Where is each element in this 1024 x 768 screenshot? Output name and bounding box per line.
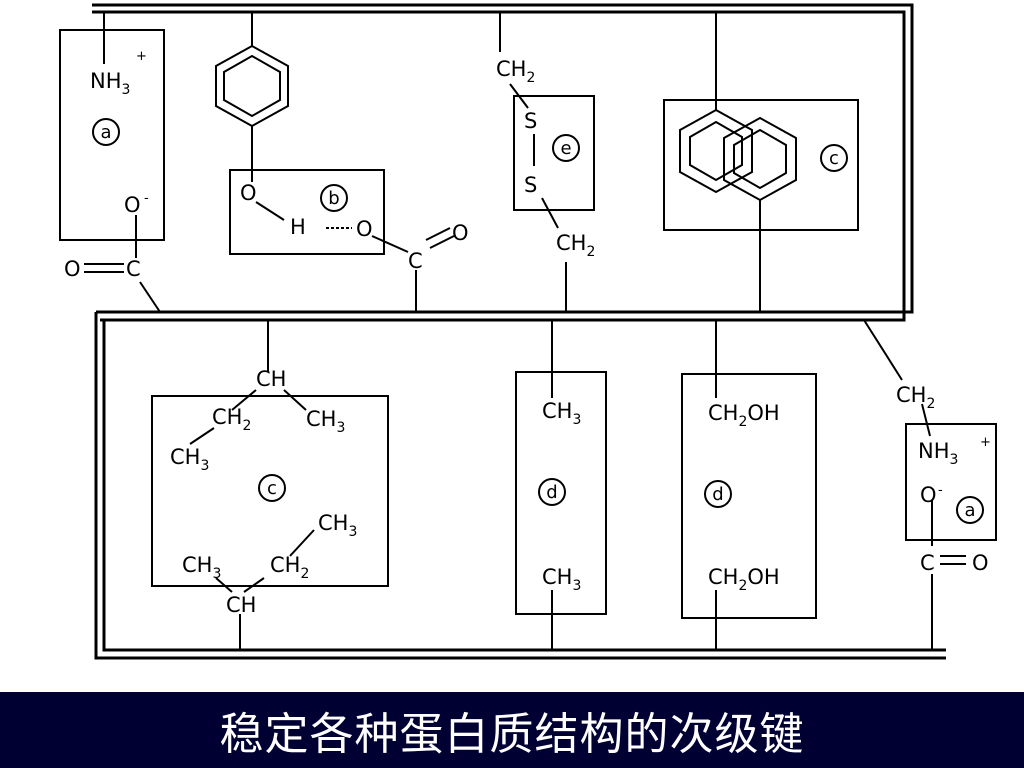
ch-top: CH: [256, 367, 286, 391]
box-d-ch3: [515, 371, 607, 615]
o-acceptor: O: [356, 217, 373, 241]
tyrosine-ring: [215, 44, 289, 128]
o-right: O: [972, 551, 989, 575]
ch2-lysine: CH2: [896, 383, 935, 412]
nh3-right: NH3: [918, 439, 958, 468]
box-a-left: [59, 29, 165, 241]
s-lower: S: [524, 173, 537, 197]
ch3-bottom-left: CH3: [182, 553, 221, 582]
slide-caption: 稳定各种蛋白质结构的次级键: [219, 709, 805, 760]
c-left: C: [126, 257, 141, 281]
plus-left: +: [136, 49, 147, 64]
label-a-circle-2: [956, 496, 984, 524]
svg-text:-: -: [938, 483, 943, 498]
ch2oh-bottom: CH2OH: [708, 565, 780, 594]
ch3-bottom-right: CH3: [318, 511, 357, 540]
ch2-upper-cys: CH2: [496, 57, 535, 86]
label-e: e: [560, 138, 571, 159]
o-tyrosine: O: [240, 181, 257, 205]
box-c-lower: [151, 395, 389, 587]
lower-chain-outer: [94, 312, 946, 660]
label-b: b: [328, 188, 339, 209]
o-carbonyl: O: [452, 221, 469, 245]
aromatic-ring-1: [679, 108, 753, 194]
h-bond-h: H: [290, 215, 306, 239]
upper-chain-inner: [92, 10, 906, 322]
label-d-1: d: [546, 482, 557, 503]
ch3-d-bottom: CH3: [542, 565, 581, 594]
label-d-circle-1: [538, 478, 566, 506]
o-left: O: [64, 257, 81, 281]
label-b-circle: [320, 184, 348, 212]
ch2oh-top: CH2OH: [708, 401, 780, 430]
o-minus-right: O: [920, 483, 937, 507]
c-right: C: [920, 551, 935, 575]
label-d-2: d: [712, 484, 723, 505]
o-minus-left: O: [124, 193, 141, 217]
label-c-2: c: [267, 478, 277, 499]
lower-chain-inner: [102, 320, 946, 652]
secondary-bonds-diagram: a b e c c d d a NH3 + O - O C O H O C O …: [59, 3, 997, 660]
label-e-circle: [552, 134, 580, 162]
ch3-d-top: CH3: [542, 399, 581, 428]
upper-chain-outer: [92, 3, 914, 314]
diagram-lines: [59, 3, 997, 660]
ch2-leucine-top: CH2: [212, 405, 251, 434]
ch2-lower-cys: CH2: [556, 231, 595, 260]
label-c-circle-2: [258, 474, 286, 502]
label-c-circle-1: [820, 144, 848, 172]
label-a-2: a: [964, 500, 975, 521]
plus-right: +: [980, 435, 991, 450]
box-d-ch2oh: [681, 373, 817, 619]
label-c-1: c: [829, 148, 839, 169]
s-upper: S: [524, 109, 537, 133]
ch2-leucine-bottom: CH2: [270, 553, 309, 582]
svg-text:-: -: [144, 191, 149, 206]
box-b: [229, 169, 385, 255]
c-carbonyl: C: [408, 249, 423, 273]
nh3-left: NH3: [90, 69, 130, 98]
box-a-right: [905, 423, 997, 541]
ch3-top-right: CH3: [306, 407, 345, 436]
label-a-circle-1: [92, 118, 120, 146]
box-e: [513, 95, 595, 211]
label-d-circle-2: [704, 480, 732, 508]
label-a-1: a: [100, 122, 111, 143]
caption-bar: 稳定各种蛋白质结构的次级键: [0, 692, 1024, 768]
ch-bottom: CH: [226, 593, 256, 617]
ch3-top-left: CH3: [170, 445, 209, 474]
